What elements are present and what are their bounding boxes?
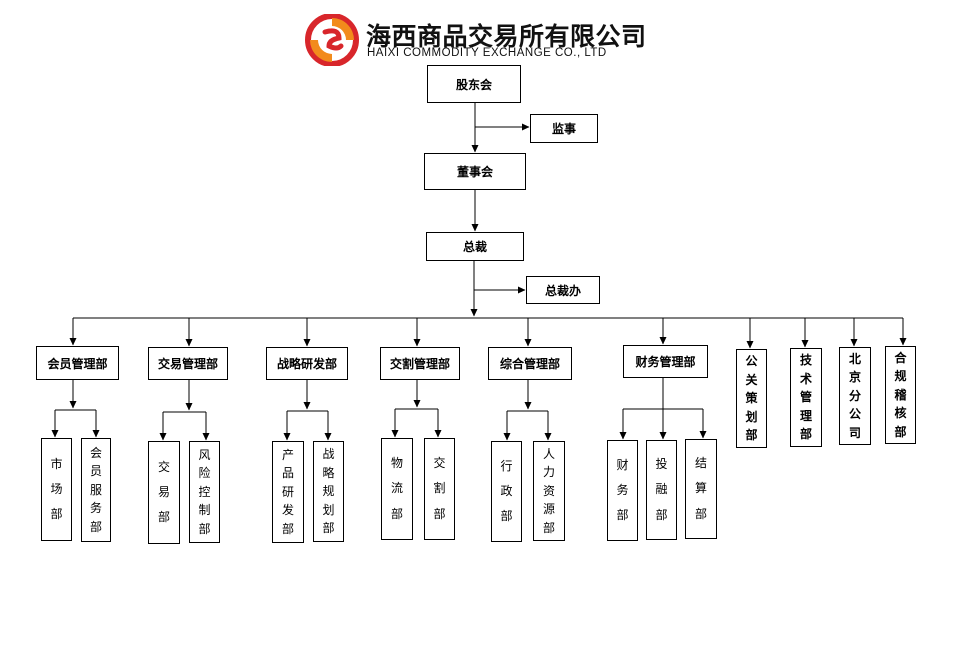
- node-label: 公关策划部: [745, 354, 758, 443]
- node-finance-mgmt: 财务管理部: [623, 345, 708, 378]
- node-market: 市场部: [41, 438, 72, 541]
- node-delivery-mgmt: 交割管理部: [380, 347, 460, 380]
- logo-mark-icon: [305, 14, 359, 66]
- node-tech-mgmt: 技术管理部: [790, 348, 822, 447]
- node-member-mgmt: 会员管理部: [36, 346, 119, 380]
- node-label: 投融部: [655, 457, 668, 522]
- node-label: 交易管理部: [157, 357, 218, 371]
- node-label: 物流部: [390, 456, 403, 521]
- node-label: 结算部: [694, 456, 707, 521]
- node-label: 风险控制部: [198, 447, 211, 536]
- logo-english-name: HAIXI COMMODITY EXCHANGE CO., LTD: [367, 47, 607, 59]
- node-label: 战略研发部: [276, 357, 337, 371]
- node-label: 会员服务部: [89, 445, 102, 534]
- node-label: 监事: [551, 122, 576, 136]
- node-strategy-planning: 战略规划部: [313, 441, 344, 542]
- node-shareholders: 股东会: [427, 65, 521, 103]
- node-hr: 人力资源部: [533, 441, 565, 541]
- node-label: 董事会: [456, 165, 493, 179]
- node-label: 交割部: [433, 456, 446, 521]
- node-general-mgmt: 综合管理部: [488, 347, 572, 380]
- node-label: 技术管理部: [799, 353, 812, 442]
- node-admin: 行政部: [491, 441, 522, 542]
- node-label: 行政部: [500, 458, 513, 524]
- node-label: 总裁: [462, 240, 487, 254]
- node-label: 会员管理部: [47, 356, 108, 371]
- node-member-service: 会员服务部: [81, 438, 111, 542]
- node-strategy-rd: 战略研发部: [266, 347, 348, 380]
- node-label: 交易部: [157, 459, 170, 525]
- node-label: 战略规划部: [322, 447, 335, 536]
- node-president-office: 总裁办: [526, 276, 600, 304]
- node-board: 董事会: [424, 153, 526, 190]
- node-label: 产品研发部: [281, 447, 294, 536]
- node-investment-finance: 投融部: [646, 440, 677, 540]
- node-trading-mgmt: 交易管理部: [148, 347, 228, 380]
- node-label: 人力资源部: [542, 446, 555, 535]
- node-label: 市场部: [50, 456, 63, 522]
- node-label: 财务管理部: [635, 355, 696, 369]
- node-pr-planning: 公关策划部: [736, 349, 767, 448]
- node-label: 合规稽核部: [894, 350, 907, 439]
- logo-chinese-name: 海西商品交易所有限公司: [366, 22, 647, 51]
- node-beijing-branch: 北京分公司: [839, 347, 871, 445]
- node-risk-control: 风险控制部: [189, 441, 220, 543]
- node-trading: 交易部: [148, 441, 180, 544]
- node-label: 财务部: [616, 457, 629, 523]
- node-supervisor: 监事: [530, 114, 598, 143]
- node-compliance: 合规稽核部: [885, 346, 916, 444]
- node-logistics: 物流部: [381, 438, 413, 540]
- node-settlement: 结算部: [685, 439, 717, 539]
- node-label: 股东会: [455, 77, 492, 92]
- node-president: 总裁: [426, 232, 524, 261]
- company-logo: 海西商品交易所有限公司 HAIXI COMMODITY EXCHANGE CO.…: [305, 14, 685, 66]
- node-label: 交割管理部: [389, 357, 450, 371]
- node-delivery: 交割部: [424, 438, 455, 540]
- node-label: 北京分公司: [848, 351, 861, 440]
- node-product-rd: 产品研发部: [272, 441, 304, 543]
- node-finance: 财务部: [607, 440, 638, 541]
- node-label: 综合管理部: [499, 357, 560, 371]
- node-label: 总裁办: [544, 283, 581, 298]
